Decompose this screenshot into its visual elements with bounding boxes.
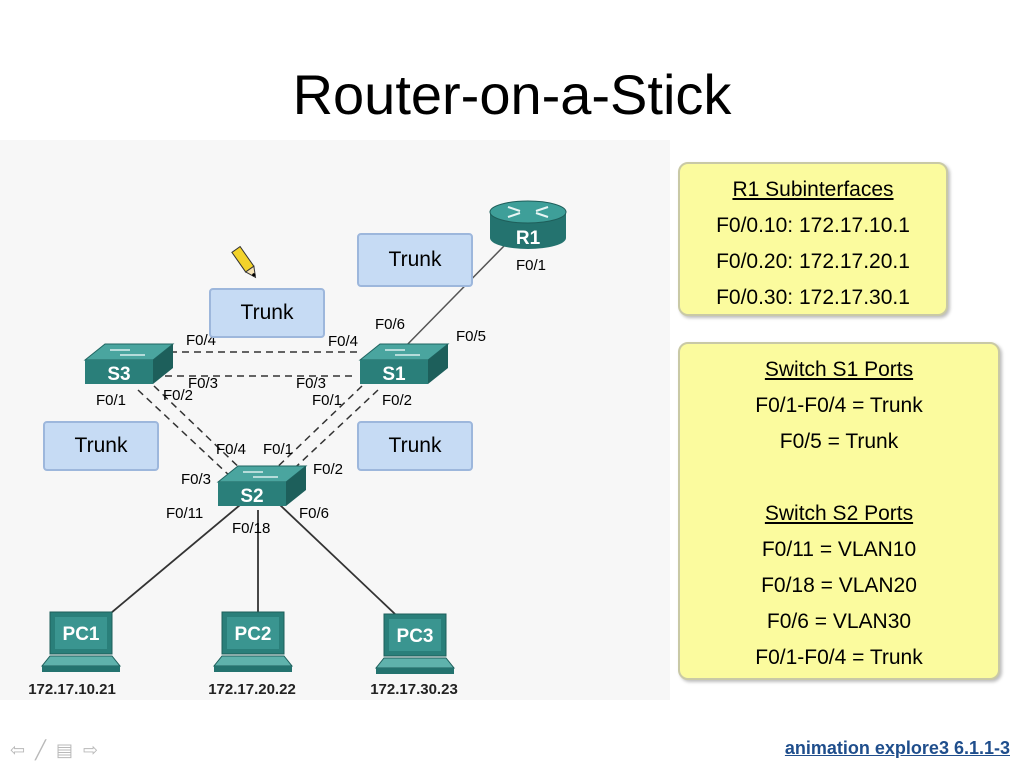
trunk-label-s1-s2: Trunk <box>357 421 473 471</box>
trunk-link-s3-s2-b <box>153 385 247 475</box>
animation-link[interactable]: animation explore3 6.1.1-3 <box>784 738 1010 758</box>
port-label: F0/2 <box>382 392 412 409</box>
pc1-ip: 172.17.10.21 <box>28 681 116 698</box>
port-label: F0/18 <box>232 520 270 537</box>
link-r1-s1 <box>399 244 506 353</box>
port-label: F0/5 <box>456 328 486 345</box>
switch-arrows-icon <box>385 349 420 356</box>
link-s2-pc1 <box>104 504 241 619</box>
switch-s3-label: S3 <box>107 364 130 385</box>
port-label: F0/6 <box>375 316 405 333</box>
port-label: F0/11 <box>166 505 203 522</box>
menu-icon[interactable]: ▤ <box>55 740 73 760</box>
port-label: F0/4 <box>186 332 216 349</box>
pc1[interactable]: PC1 <box>40 611 122 672</box>
pc3-ip: 172.17.30.23 <box>370 681 458 698</box>
pc2-ip: 172.17.20.22 <box>208 681 296 698</box>
port-label: F0/4 <box>216 441 246 458</box>
port-label: F0/1 <box>263 441 293 458</box>
r1-subinterface-line: F0/0.10: 172.17.10.1 <box>716 214 910 237</box>
port-label: F0/1 <box>96 392 126 409</box>
switch-s3[interactable]: S3 <box>83 343 175 385</box>
trunk-label-s3-s1: Trunk <box>209 288 325 338</box>
switch-arrows-icon <box>110 349 145 356</box>
switch-s2-label: S2 <box>240 486 263 507</box>
trunk-link-s1-s2-b <box>283 389 379 479</box>
router-r1-label: R1 <box>516 228 541 249</box>
switch-s2[interactable]: S2 <box>216 465 308 507</box>
port-label: F0/4 <box>328 333 358 350</box>
pc1-label: PC1 <box>63 624 100 645</box>
port-label: F0/3 <box>188 375 218 392</box>
pen-cursor-icon <box>231 245 257 279</box>
switch-s2-ports-heading: Switch S2 Ports <box>764 502 914 525</box>
router-arrows-icon <box>507 206 549 218</box>
port-label: F0/3 <box>181 471 211 488</box>
pc2[interactable]: PC2 <box>212 611 294 672</box>
r1-subinterface-line: F0/0.20: 172.17.20.1 <box>716 250 910 273</box>
spacer <box>680 460 998 496</box>
r1-subinterfaces-panel: R1 Subinterfaces F0/0.10: 172.17.10.1 F0… <box>678 162 948 316</box>
switch-s2-port-line: F0/11 = VLAN10 <box>761 538 917 561</box>
port-label: F0/3 <box>296 375 326 392</box>
router-r1[interactable]: R1 <box>489 200 567 249</box>
port-label: F0/1 <box>516 257 546 274</box>
switch-s1-label: S1 <box>382 364 406 385</box>
port-label: F0/1 <box>312 392 342 409</box>
pc3-label: PC3 <box>397 626 434 647</box>
switch-arrows-icon <box>243 471 278 478</box>
pen-tool-icon[interactable]: ╱ <box>35 740 46 760</box>
page-title: Router-on-a-Stick <box>292 63 732 126</box>
switch-s2-port-line: F0/1-F0/4 = Trunk <box>755 646 923 669</box>
forward-arrow-icon[interactable]: ⇨ <box>82 740 99 760</box>
trunk-link-s1-s2-a <box>269 385 363 475</box>
r1-subinterface-line: F0/0.30: 172.17.30.1 <box>716 286 910 309</box>
switch-s2-port-line: F0/18 = VLAN20 <box>761 574 917 597</box>
port-label: F0/2 <box>313 461 343 478</box>
switch-ports-panel: Switch S1 Ports F0/1-F0/4 = Trunk F0/5 =… <box>678 342 1000 680</box>
port-label: F0/6 <box>299 505 329 522</box>
switch-s1-port-line: F0/1-F0/4 = Trunk <box>755 394 923 417</box>
switch-s1[interactable]: S1 <box>358 343 450 385</box>
port-label: F0/2 <box>163 387 193 404</box>
trunk-link-s3-s2-a <box>137 389 233 479</box>
link-s2-pc3 <box>279 504 396 615</box>
trunk-label-r1-s1: Trunk <box>357 233 473 287</box>
trunk-label-s3-s2: Trunk <box>43 421 159 471</box>
back-arrow-icon[interactable]: ⇦ <box>10 740 26 760</box>
switch-s1-port-line: F0/5 = Trunk <box>779 430 899 453</box>
switch-s1-ports-heading: Switch S1 Ports <box>764 358 914 381</box>
pc3[interactable]: PC3 <box>374 613 456 674</box>
slide-nav: ⇦ ╱ ▤ ⇨ <box>10 740 98 761</box>
switch-s2-port-line: F0/6 = VLAN30 <box>766 610 912 633</box>
pc2-label: PC2 <box>235 624 272 645</box>
r1-subinterfaces-heading: R1 Subinterfaces <box>732 178 894 201</box>
